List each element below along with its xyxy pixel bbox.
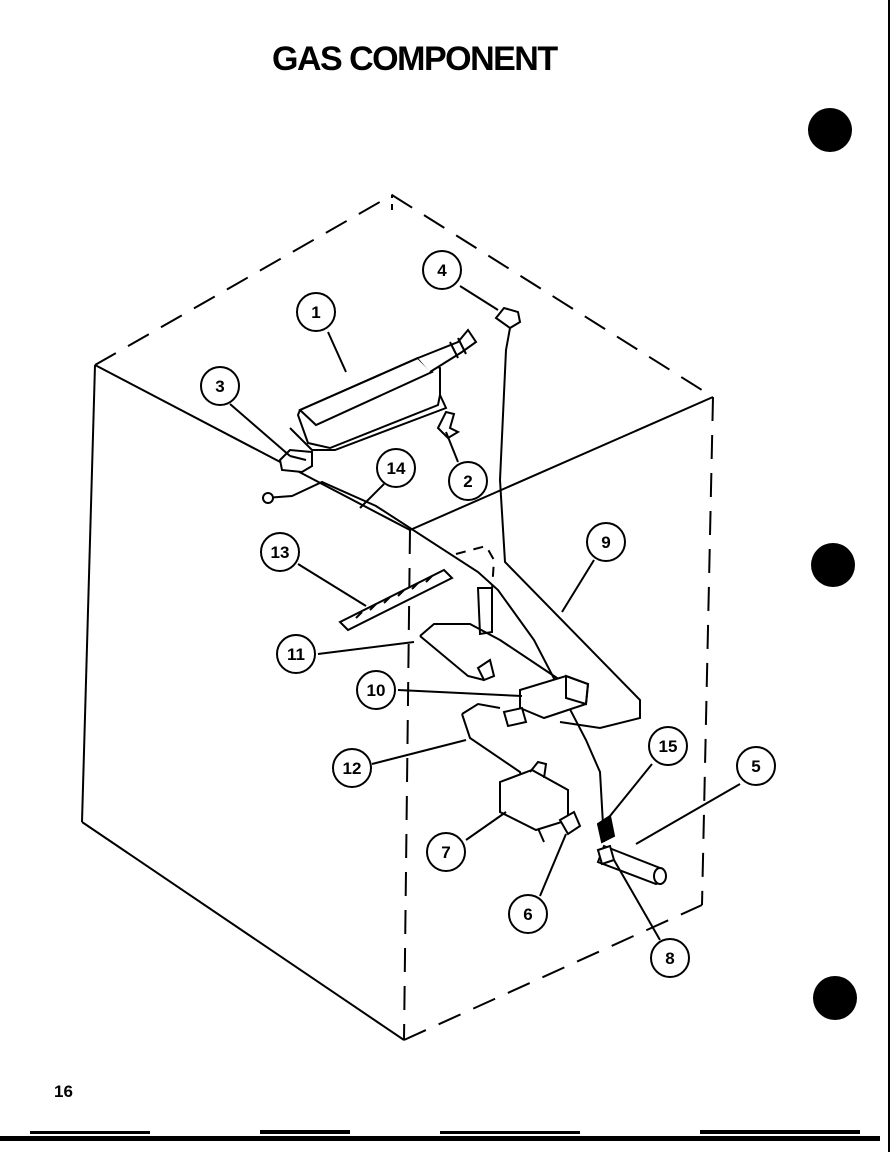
valve-coil-face [565,674,590,706]
igniter-bar [338,568,454,632]
callout-13: 13 [260,532,300,572]
scan-edge-mark-3 [440,1131,580,1134]
valve-coil [519,674,590,720]
leader-12 [371,739,467,765]
binder-hole-middle [811,543,855,587]
cabinet-outline [81,193,714,1041]
svg-text:5: 5 [751,757,760,776]
tubing-fitting [476,658,496,682]
sensor-part [494,306,522,330]
burner-tube-ridge-1 [449,341,459,359]
igniter-stem [476,587,493,636]
callout-3: 3 [200,366,240,406]
callout-2: 2 [448,461,488,501]
callout-14: 14 [376,448,416,488]
page-number: 16 [54,1082,73,1101]
svg-text:2: 2 [463,472,472,491]
scan-edge-mark-1 [30,1131,150,1134]
binder-hole-top [808,108,852,152]
igniter-bar-teeth [355,575,433,619]
gas-valve [499,768,569,832]
clamp-part [596,814,616,844]
pipe-nut [596,844,616,866]
callout-6: 6 [508,894,548,934]
svg-text:12: 12 [343,759,362,778]
leader-14 [359,483,385,509]
svg-text:7: 7 [441,843,450,862]
cabinet-bottom-left [81,821,405,1041]
leader-9 [561,559,595,613]
burner-tube [417,328,478,373]
callout-1: 1 [296,292,336,332]
lead-wire [264,480,605,843]
burner-base-plate [289,394,448,451]
igniter-dashed-outline [455,544,496,591]
callout-10: 10 [356,670,396,710]
svg-text:6: 6 [523,905,532,924]
bracket-part-edge [289,455,307,461]
binder-holes [808,108,857,1020]
leader-5 [635,783,741,845]
supply-pipe-end [653,867,667,885]
cabinet-left-edge [81,364,96,823]
scan-edge-mark-2 [260,1130,350,1134]
callout-9: 9 [586,522,626,562]
leader-1 [327,331,347,373]
burner-housing [296,356,441,450]
leader-6 [539,833,567,897]
valve-fitting [558,810,582,836]
leader-10 [397,689,523,697]
svg-text:15: 15 [659,737,678,756]
leader-11 [317,641,415,655]
binder-hole-bottom [813,976,857,1020]
clip-part [436,410,461,440]
svg-text:9: 9 [601,533,610,552]
svg-text:1: 1 [311,303,320,322]
scan-edge-right-line [888,0,890,1152]
svg-text:10: 10 [367,681,386,700]
callout-11: 11 [276,634,316,674]
leader-15 [609,763,653,817]
leader-4 [459,285,499,311]
callout-7: 7 [426,832,466,872]
page-title: GAS COMPONENT [272,40,558,78]
scan-edge-band [0,1136,896,1141]
leader-13 [297,563,367,607]
burner-tube-ridge-2 [457,337,467,355]
cabinet-front-center-dashed [403,529,411,1041]
leader-8 [613,859,661,941]
leader-2 [445,431,459,463]
svg-text:8: 8 [665,949,674,968]
svg-text:11: 11 [287,645,305,664]
svg-text:13: 13 [271,543,290,562]
sensor-wire [498,327,641,730]
leader-3 [229,403,291,457]
callout-4: 4 [422,250,462,290]
components [262,306,667,886]
leader-lines [229,285,741,941]
gas-valve-coil [529,760,548,779]
callout-bubbles: 1 2 3 4 5 6 7 [200,250,776,978]
scan-edge-mark-4 [700,1130,860,1134]
callout-5: 5 [736,746,776,786]
gas-tubing-fitting [502,706,528,728]
svg-text:3: 3 [215,377,224,396]
leader-7 [465,811,507,841]
svg-text:14: 14 [387,459,406,478]
callout-15: 15 [648,726,688,766]
callout-12: 12 [332,748,372,788]
svg-text:4: 4 [437,261,447,280]
callout-8: 8 [650,938,690,978]
cabinet-right-edge-dashed [701,396,714,906]
burner-housing-top [298,356,434,427]
lead-wire-terminal [262,492,274,504]
tubing-loop [419,623,561,681]
bracket-part [278,448,313,474]
